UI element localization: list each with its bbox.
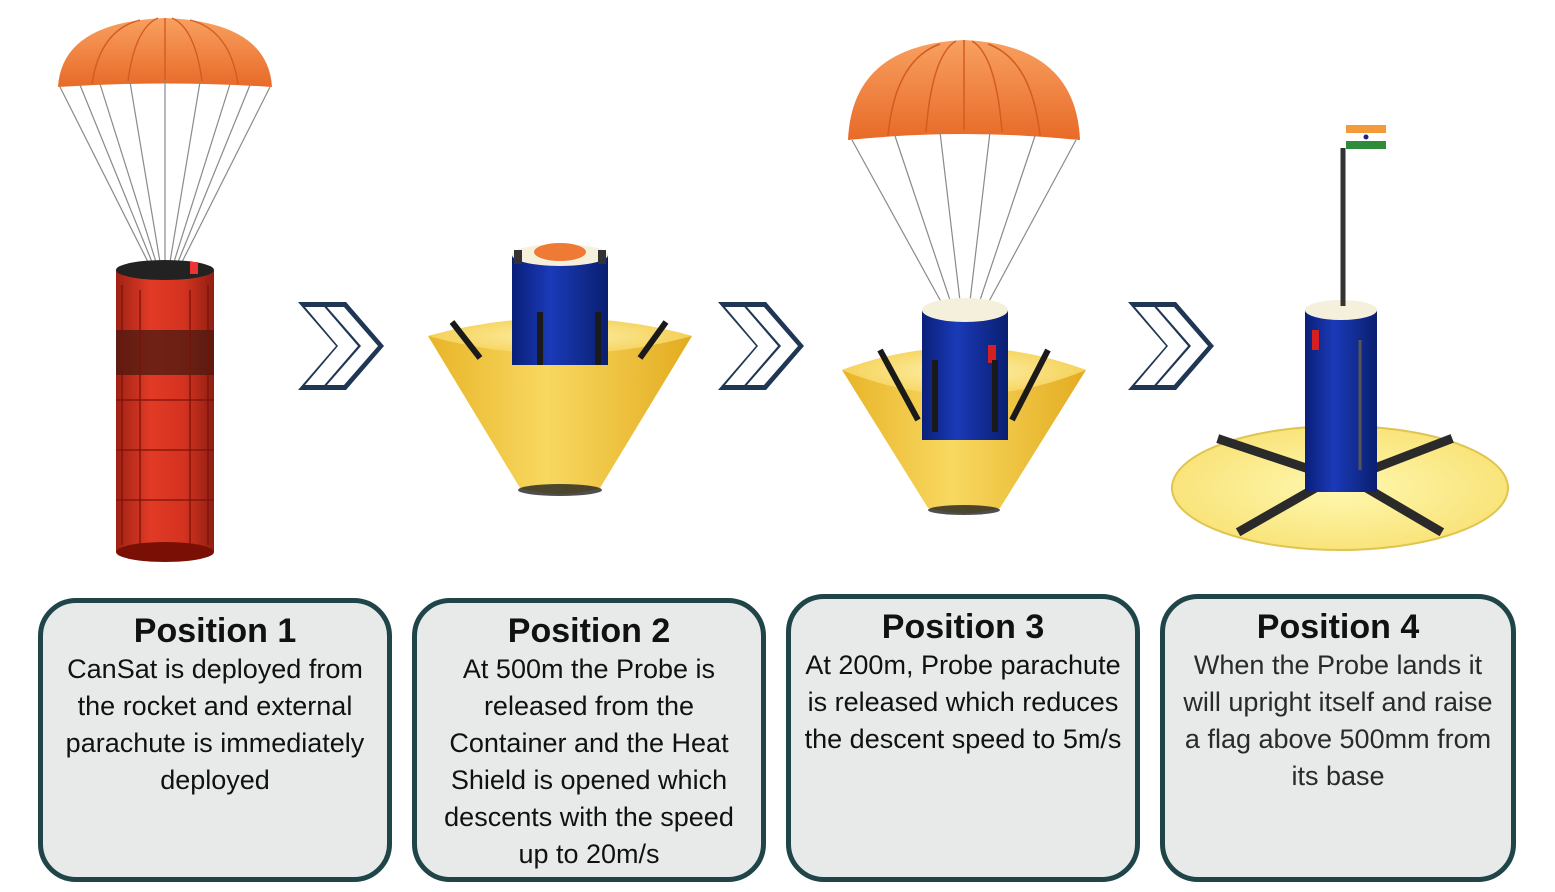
position-4-card: Position 4 When the Probe lands it will … <box>1160 594 1516 882</box>
position-2-card: Position 2 At 500m the Probe is released… <box>412 598 766 882</box>
container-canister-icon <box>116 260 214 562</box>
india-flag-icon <box>1340 125 1386 306</box>
position-2-description: At 500m the Probe is released from the C… <box>444 654 734 869</box>
step-arrow-3-icon <box>1128 302 1214 390</box>
position-1-description: CanSat is deployed from the rocket and e… <box>65 654 365 795</box>
position-4-title: Position 4 <box>1256 608 1420 646</box>
probe-body-icon <box>877 298 1051 515</box>
position-2-title: Position 2 <box>507 612 671 650</box>
stage-4-landed-flag-illustration <box>1171 125 1509 551</box>
external-parachute-icon <box>58 17 272 263</box>
stage-2-probe-heatshield-illustration <box>428 243 692 496</box>
probe-parachute-icon <box>848 40 1080 319</box>
position-1-card: Position 1 CanSat is deployed from the r… <box>38 598 392 882</box>
step-arrow-2-icon <box>718 302 804 390</box>
position-3-title: Position 3 <box>881 608 1045 646</box>
heat-shield-cone-icon <box>428 300 692 496</box>
position-1-title: Position 1 <box>133 612 297 650</box>
position-3-description: At 200m, Probe parachute is released whi… <box>804 650 1122 754</box>
position-3-card: Position 3 At 200m, Probe parachute is r… <box>786 594 1140 882</box>
step-arrow-1-icon <box>298 302 384 390</box>
position-4-description: When the Probe lands it will upright its… <box>1183 650 1493 791</box>
stage-3-probe-parachute-illustration <box>842 40 1086 515</box>
stage-1-cansat-illustration <box>58 17 272 562</box>
probe-body-icon <box>1305 300 1377 492</box>
